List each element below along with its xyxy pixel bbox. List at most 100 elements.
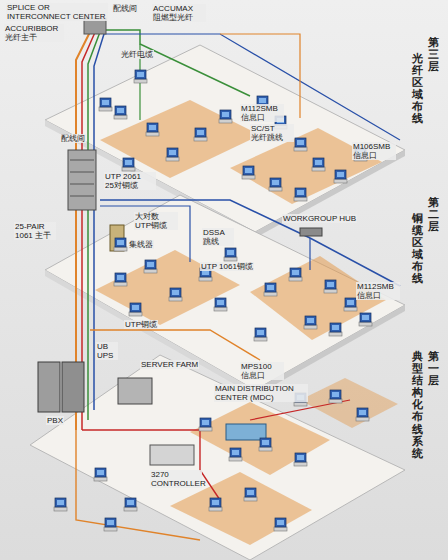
- fiber-cable: [104, 30, 250, 96]
- computer-base: [194, 137, 207, 141]
- computer-monitor: [265, 283, 276, 292]
- computer-screen: [245, 168, 252, 173]
- computer-monitor: [170, 288, 181, 297]
- computer-screen: [257, 330, 264, 335]
- computer-monitor: [220, 110, 231, 119]
- floor-slab: [30, 355, 405, 560]
- computer-base: [294, 402, 307, 406]
- computer-base: [269, 187, 282, 191]
- computer-screen: [297, 140, 304, 145]
- device-label: PBX: [46, 416, 64, 425]
- patch-label: SC/ST 光纤跳线: [250, 124, 294, 142]
- computer-monitor: [147, 123, 158, 132]
- computer-monitor: [200, 418, 211, 427]
- device-label: SERVER FARM: [140, 360, 199, 369]
- computer-base: [359, 322, 372, 326]
- computer-monitor: [243, 166, 254, 175]
- computer-screen: [267, 285, 274, 290]
- computer-base: [229, 457, 242, 461]
- computer-base: [114, 115, 127, 119]
- computer-base: [224, 257, 237, 261]
- computer-base: [254, 337, 267, 341]
- computer-screen: [117, 108, 124, 113]
- computer-base: [264, 292, 277, 296]
- computer-screen: [149, 125, 156, 130]
- computer-monitor: [115, 106, 126, 115]
- computer-screen: [232, 450, 239, 455]
- computer-monitor: [325, 280, 336, 289]
- cable-label: UTP 2061 25对铜缆: [104, 172, 156, 190]
- controller-desk: [150, 445, 194, 465]
- floor-title: 第三层: [428, 36, 439, 72]
- computer-monitor: [330, 390, 341, 399]
- computer-base: [214, 307, 227, 311]
- floor-subtitle: 铜缆区域布线: [412, 212, 423, 285]
- carpet: [300, 378, 398, 428]
- computer-base: [259, 447, 272, 451]
- computer-base: [122, 167, 135, 171]
- computer-screen: [102, 100, 109, 105]
- computer-monitor: [210, 498, 221, 507]
- computer-monitor: [275, 518, 286, 527]
- computer-base: [304, 325, 317, 329]
- computer-monitor: [290, 268, 301, 277]
- computer-screen: [307, 318, 314, 323]
- outlet-label: M112SMB 信息口: [240, 104, 284, 122]
- computer-monitor: [105, 518, 116, 527]
- computer-group: [54, 70, 372, 531]
- computer-base: [114, 282, 127, 286]
- room-label: 配线间: [60, 134, 86, 143]
- rack-slot: [70, 184, 94, 185]
- cable-label: UTP 1061铜缆: [200, 262, 254, 271]
- computer-base: [312, 167, 325, 171]
- computer-base: [289, 277, 302, 281]
- computer-base: [199, 427, 212, 431]
- computer-screen: [227, 250, 234, 255]
- computer-screen: [332, 392, 339, 397]
- cable-label: UTP铜缆: [124, 320, 158, 329]
- floor-title: 第一层: [428, 350, 439, 386]
- computer-base: [54, 507, 67, 511]
- callout-label: 光纤电缆: [120, 50, 154, 59]
- pbx-cabinet: [62, 362, 84, 412]
- floor-slab: [45, 45, 405, 232]
- computer-screen: [117, 275, 124, 280]
- computer-base: [144, 269, 157, 273]
- computer-screen: [332, 325, 339, 330]
- outlet-label: M112SMB 信息口: [356, 282, 400, 300]
- computer-monitor: [270, 178, 281, 187]
- computer-screen: [172, 290, 179, 295]
- computer-monitor: [55, 498, 66, 507]
- computer-base: [169, 297, 182, 301]
- rack-slot: [70, 196, 94, 197]
- computer-screen: [277, 520, 284, 525]
- computer-screen: [262, 440, 269, 445]
- computer-monitor: [295, 188, 306, 197]
- computer-screen: [132, 305, 139, 310]
- rack-slot: [70, 172, 94, 173]
- carpet: [190, 402, 330, 475]
- computer-screen: [359, 410, 366, 415]
- copper-cable: [82, 430, 220, 500]
- computer-base: [199, 277, 212, 281]
- computer-base: [219, 119, 232, 123]
- computer-base: [124, 507, 137, 511]
- computer-screen: [337, 172, 344, 177]
- copper-cable: [90, 330, 260, 360]
- computer-screen: [217, 300, 224, 305]
- room-label: 配线间: [112, 4, 138, 13]
- computer-screen: [222, 112, 229, 117]
- telecom-rack: [68, 150, 96, 210]
- computer-base: [242, 175, 255, 179]
- computer-screen: [362, 315, 369, 320]
- computer-screen: [197, 130, 204, 135]
- computer-monitor: [95, 468, 106, 477]
- computer-screen: [137, 72, 144, 77]
- device-label: WORKGROUP HUB: [282, 214, 357, 223]
- copper-cable: [100, 200, 400, 286]
- computer-screen: [57, 500, 64, 505]
- computer-monitor: [115, 238, 126, 247]
